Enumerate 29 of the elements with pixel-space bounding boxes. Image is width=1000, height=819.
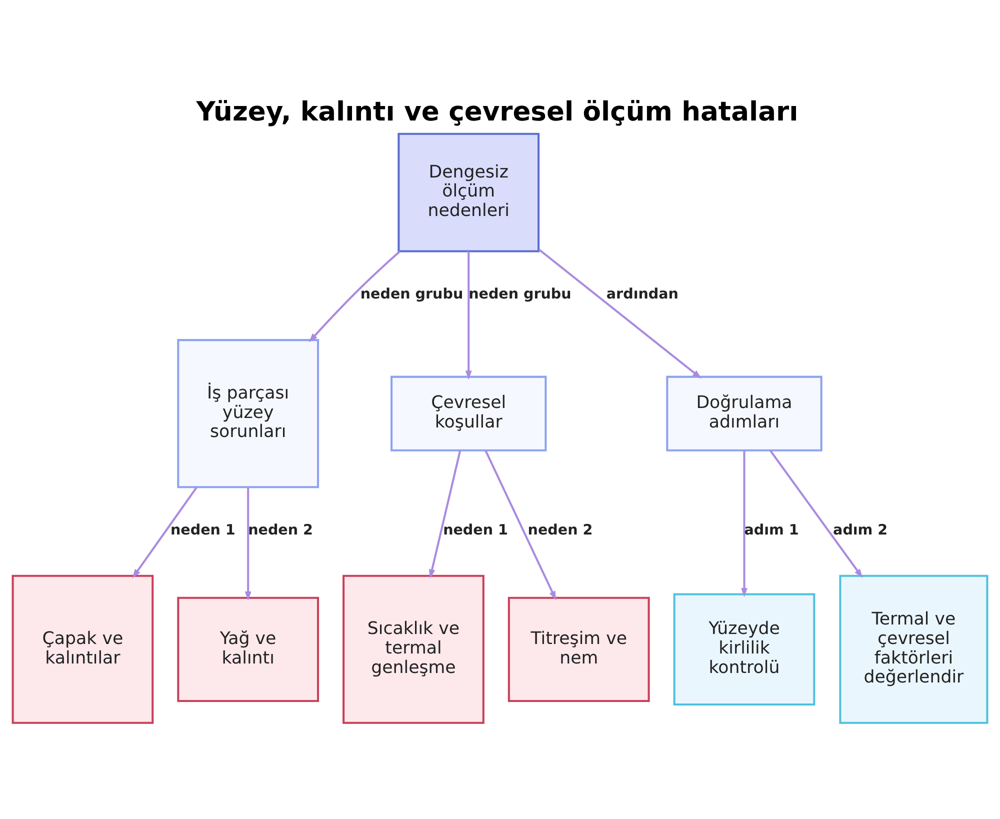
edge-label: neden 2 — [248, 522, 313, 538]
node-box: Doğrulama adımları — [666, 376, 822, 452]
edge-label: adım 2 — [833, 522, 888, 538]
edge-label: neden 2 — [528, 522, 593, 538]
arrow — [770, 450, 863, 578]
diagram-title: Yüzey, kalıntı ve çevresel ölçüm hataları — [196, 96, 798, 128]
node-box: Dengesiz ölçüm nedenleri — [398, 132, 540, 252]
arrow — [308, 250, 401, 342]
edge-label: adım 1 — [744, 522, 799, 538]
arrow — [538, 248, 702, 379]
node-box: İş parçası yüzey sorunları — [177, 339, 320, 488]
node-box: Çevresel koşullar — [390, 376, 547, 452]
node-box: Titreşim ve nem — [508, 596, 650, 702]
edge-label: neden 1 — [170, 522, 236, 538]
node-box: Çapak ve kalıntılar — [12, 574, 154, 724]
node-box: Yağ ve kalıntı — [177, 596, 320, 702]
arrow — [428, 450, 462, 579]
node-box: Termal ve çevresel faktörleri değerlendir — [839, 574, 988, 724]
edge-label: neden 1 — [443, 522, 508, 538]
arrow — [132, 486, 198, 578]
arrow — [244, 487, 252, 601]
edge-label: neden grubu — [468, 286, 572, 302]
arrow — [741, 450, 748, 598]
node-box: Sıcaklık ve termal genleşme — [342, 574, 484, 724]
edge-label: ardından — [606, 286, 678, 302]
arrow — [465, 251, 472, 380]
node-box: Yüzeyde kirlilik kontrolü — [673, 593, 816, 706]
arrow — [484, 450, 556, 600]
edge-label: neden grubu — [360, 286, 464, 302]
